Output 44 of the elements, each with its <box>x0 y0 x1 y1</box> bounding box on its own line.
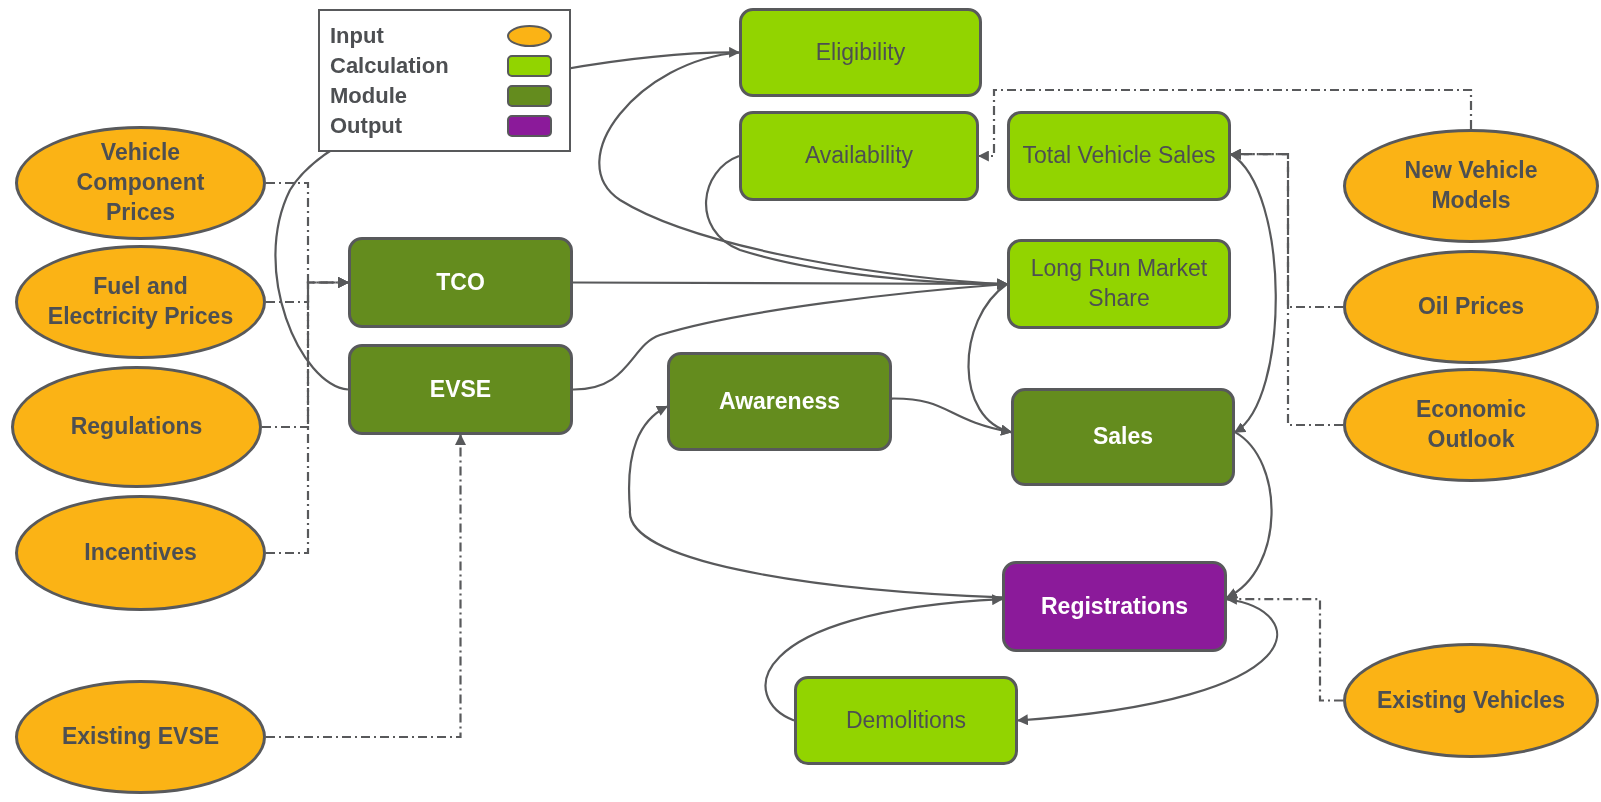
node-label: Registrations <box>1041 591 1188 621</box>
arrow <box>764 594 1004 722</box>
node-label: Sales <box>1092 422 1154 452</box>
node-label: Incentives <box>84 538 197 568</box>
arrow <box>1226 431 1273 599</box>
node-label: Long Run Market Share <box>1029 254 1209 313</box>
legend-label: Input <box>330 23 384 49</box>
legend-label: Calculation <box>330 53 449 79</box>
arrow <box>1016 598 1278 726</box>
dashed-arrow <box>1229 148 1343 427</box>
arrow <box>1230 153 1277 433</box>
dashed-arrow <box>977 88 1473 162</box>
node-label: Availability <box>804 141 914 171</box>
arrow <box>572 279 1009 391</box>
node-label: Existing EVSE <box>61 722 220 752</box>
dashed-arrow <box>1225 593 1343 702</box>
node-label: Regulations <box>70 412 203 442</box>
node-label: Economic Outlook <box>1415 395 1527 454</box>
legend-label: Output <box>330 113 403 139</box>
arrow <box>891 397 1013 436</box>
module-box <box>348 237 573 328</box>
output-box <box>1002 561 1227 652</box>
node-label: New Vehicle Models <box>1403 156 1539 215</box>
node-label: Fuel and Electricity Prices <box>46 272 235 331</box>
module-box <box>1011 388 1235 486</box>
calculation-box <box>794 676 1018 765</box>
node-label: Oil Prices <box>1417 292 1525 322</box>
node-label: Eligibility <box>815 37 906 67</box>
dashed-arrow <box>266 433 466 739</box>
calculation-box <box>739 8 982 97</box>
module-box <box>667 352 892 451</box>
node-label: Existing Vehicles <box>1377 685 1565 715</box>
legend-label: Module <box>330 83 407 109</box>
node-label: EVSE <box>429 374 492 404</box>
calculation-box <box>1007 239 1231 329</box>
node-label: Vehicle Component Prices <box>75 138 206 227</box>
node-label: Awareness <box>718 386 840 416</box>
node-label: Demolitions <box>845 705 967 735</box>
node-label: TCO <box>436 267 485 297</box>
arrow <box>628 405 1003 599</box>
calculation-box <box>739 111 979 201</box>
calculation-box <box>1007 111 1231 201</box>
node-label: Total Vehicle Sales <box>1022 141 1216 171</box>
module-box <box>348 344 573 435</box>
